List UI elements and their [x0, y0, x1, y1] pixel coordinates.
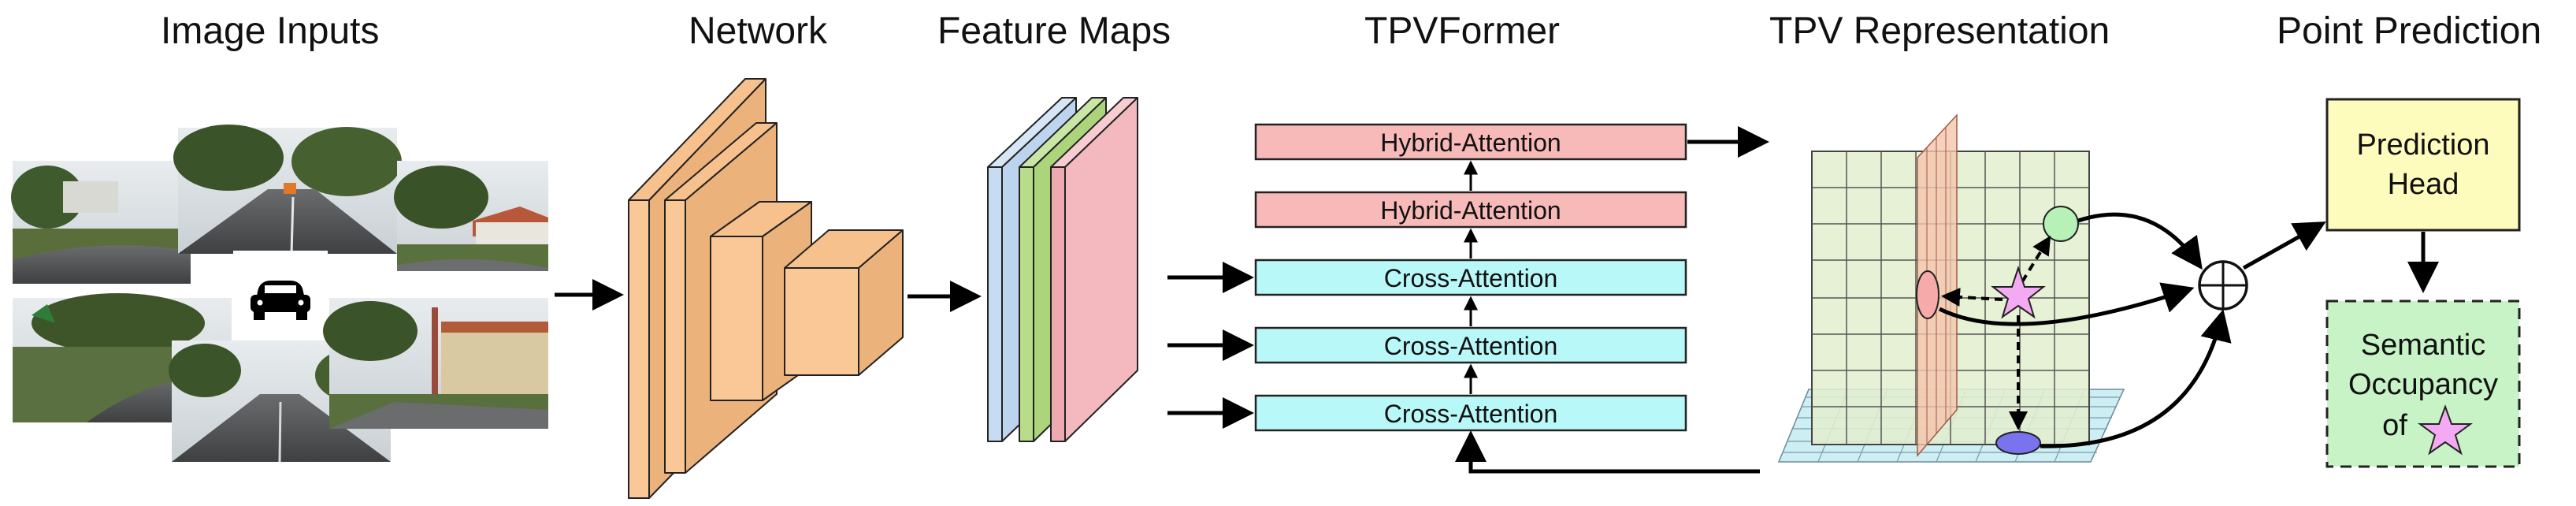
prediction-head-line1: Prediction: [2357, 128, 2490, 162]
camera-image-back-right: [323, 298, 548, 429]
camera-image-front-left: [11, 161, 191, 284]
cross-attention-2-label: Cross-Attention: [1384, 332, 1558, 360]
star-icon: [1991, 265, 2046, 319]
header-image-inputs: Image Inputs: [161, 10, 380, 52]
semantic-line2: Occupancy: [2348, 368, 2498, 401]
semantic-line3: of: [2382, 409, 2407, 442]
dashed-arrow-to-front: [2014, 235, 2051, 295]
cross-attention-1-label: Cross-Attention: [1384, 264, 1558, 292]
camera-image-front-right: [394, 161, 548, 271]
arrow-front-to-sum: [2077, 212, 2203, 270]
hybrid-attention-1-label: Hybrid-Attention: [1380, 128, 1561, 157]
tpv-front-projection-point: [2043, 206, 2079, 242]
feature-map-pink: [1050, 97, 1138, 442]
tpvformer-block-cross-3: Cross-Attention: [1254, 394, 1687, 432]
tpvformer-stack: Hybrid-Attention Hybrid-Attention Cross-…: [1167, 123, 1769, 474]
arrow-side-to-sum: [1938, 282, 2195, 326]
circled-plus-icon: [2198, 260, 2248, 311]
tpvformer-block-hybrid-1: Hybrid-Attention: [1254, 123, 1687, 161]
semantic-star-icon: [2417, 404, 2474, 456]
tpv-side-projection-point: [1916, 270, 1939, 319]
prediction-head: Prediction Head: [2325, 98, 2521, 232]
semantic-line1: Semantic: [2361, 329, 2485, 362]
tpvformer-block-hybrid-2: Hybrid-Attention: [1254, 191, 1687, 229]
arrow-tpv-feedback: [1455, 430, 1760, 474]
header-feature-maps: Feature Maps: [937, 10, 1171, 52]
tpv-representation: [1777, 113, 2125, 463]
car-icon: [233, 251, 328, 339]
arrow-bottom-to-sum: [2040, 309, 2232, 448]
header-network: Network: [689, 10, 828, 52]
camera-image-front: [173, 125, 402, 255]
arrow-sum-to-head: [2242, 221, 2326, 270]
semantic-occupancy-box: Semantic Occupancy of: [2325, 300, 2521, 468]
tpvformer-block-cross-2: Cross-Attention: [1254, 326, 1687, 364]
header-tpv-representation: TPV Representation: [1769, 10, 2110, 52]
network-blocks: [628, 78, 904, 499]
tpvformer-block-cross-1: Cross-Attention: [1254, 259, 1687, 296]
header-tpvformer: TPVFormer: [1364, 10, 1561, 52]
header-point-prediction: Point Prediction: [2277, 10, 2542, 52]
tpv-bottom-projection-point: [1995, 431, 2041, 455]
dashed-arrow-to-side: [1941, 288, 2003, 307]
feature-maps: [987, 97, 1138, 442]
camera-images-collage: [11, 125, 548, 463]
hybrid-attention-2-label: Hybrid-Attention: [1380, 196, 1561, 225]
cross-attention-3-label: Cross-Attention: [1384, 400, 1558, 428]
prediction-head-line2: Head: [2388, 168, 2459, 201]
